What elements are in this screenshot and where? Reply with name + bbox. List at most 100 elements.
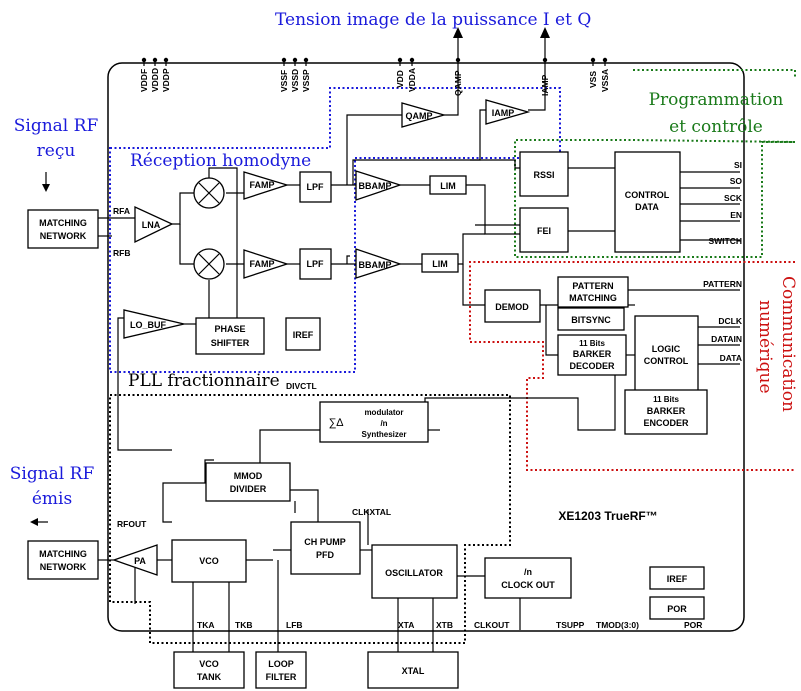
- chip-outline: [107, 62, 745, 632]
- annotation-signal-rf-recu-2: reçu: [37, 141, 76, 161]
- vco-tank: VCO TANK: [173, 651, 245, 689]
- svg-text:POR: POR: [684, 620, 702, 630]
- svg-text:VSS: VSS: [588, 71, 598, 88]
- bitsync-block: BITSYNC: [557, 307, 625, 331]
- svg-text:VCO: VCO: [199, 556, 219, 566]
- annotation-signal-rf-recu-1: Signal RF: [14, 116, 99, 136]
- svg-text:PA: PA: [134, 556, 146, 566]
- svg-text:LNA: LNA: [142, 220, 161, 230]
- lna-amplifier: LNA: [134, 205, 174, 244]
- clock-out-block: /n CLOCK OUT: [484, 557, 572, 599]
- svg-text:FEI: FEI: [537, 226, 551, 236]
- pin-vddd: VDDD: [150, 57, 160, 92]
- svg-text:VSSP: VSSP: [301, 69, 311, 92]
- lpf-bottom: LPF: [299, 248, 332, 280]
- svg-text:∑∆: ∑∆: [329, 417, 344, 429]
- mmod-divider: MMOD DIVIDER: [205, 462, 291, 502]
- svg-text:RSSI: RSSI: [533, 170, 554, 180]
- annotation-tension: Tension image de la puissance I et Q: [275, 10, 591, 30]
- svg-text:VSSA: VSSA: [600, 69, 610, 92]
- svg-text:IREF: IREF: [293, 330, 314, 340]
- svg-text:VCO: VCO: [199, 659, 219, 669]
- svg-text:VDD: VDD: [395, 70, 405, 88]
- svg-text:TKB: TKB: [235, 620, 252, 630]
- charge-pump-pfd: CH PUMP PFD: [290, 521, 361, 575]
- svg-text:LIM: LIM: [440, 181, 456, 191]
- xtal-block: XTAL: [367, 651, 459, 689]
- pin-vssa: VSSA: [600, 57, 610, 92]
- logic-control-block: LOGIC CONTROL: [634, 315, 699, 394]
- svg-text:DATA: DATA: [720, 353, 742, 363]
- svg-text:TKA: TKA: [197, 620, 214, 630]
- svg-text:LIM: LIM: [432, 259, 448, 269]
- svg-text:DECODER: DECODER: [569, 361, 615, 371]
- svg-text:TANK: TANK: [197, 672, 222, 682]
- svg-text:LPF: LPF: [307, 259, 325, 269]
- svg-text:RFA: RFA: [113, 206, 130, 216]
- vco-block: VCO: [171, 539, 247, 583]
- svg-text:BARKER: BARKER: [573, 349, 612, 359]
- lim-bottom: LIM: [421, 253, 459, 273]
- bbamp-bottom: BBAMP: [355, 248, 403, 279]
- svg-text:LOOP: LOOP: [268, 659, 294, 669]
- qamp-amplifier: QAMP: [401, 102, 447, 128]
- svg-text:DIVIDER: DIVIDER: [230, 484, 267, 494]
- svg-text:IAMP: IAMP: [492, 108, 515, 118]
- svg-text:VSSD: VSSD: [290, 69, 300, 92]
- svg-text:NETWORK: NETWORK: [40, 231, 87, 241]
- matching-network-in: MATCHING NETWORK: [27, 209, 99, 249]
- svg-text:MATCHING: MATCHING: [39, 549, 87, 559]
- svg-text:CLOCK OUT: CLOCK OUT: [501, 580, 555, 590]
- annotation-programmation-1: Programmation: [649, 90, 784, 110]
- svg-text:CLKOUT: CLKOUT: [474, 620, 510, 630]
- svg-text:RFOUT: RFOUT: [117, 519, 147, 529]
- iamp-amplifier: IAMP: [485, 99, 531, 125]
- annotation-communication-1: Communication: [778, 276, 798, 412]
- svg-text:BARKER: BARKER: [647, 406, 686, 416]
- svg-text:SWITCH: SWITCH: [708, 236, 742, 246]
- svg-text:CONTROL: CONTROL: [625, 190, 670, 200]
- pattern-matching-block: PATTERN MATCHING: [557, 276, 629, 308]
- svg-text:PATTERN: PATTERN: [703, 279, 742, 289]
- annotation-pll: PLL fractionnaire: [128, 371, 280, 391]
- power-output-arrows: [453, 27, 550, 60]
- svg-text:LOGIC: LOGIC: [652, 344, 681, 354]
- pin-vdd: VDD: [395, 57, 405, 88]
- iref-block-2: IREF: [649, 566, 705, 590]
- wires: [98, 60, 740, 652]
- svg-text:RFB: RFB: [113, 248, 130, 258]
- svg-text:SCK: SCK: [724, 193, 743, 203]
- pin-vss: VSS: [588, 57, 598, 88]
- svg-text:SHIFTER: SHIFTER: [211, 338, 250, 348]
- mixer-bottom: [193, 248, 225, 280]
- svg-text:POR: POR: [667, 604, 687, 614]
- arrow-rf-out: [30, 518, 48, 526]
- svg-text:IREF: IREF: [667, 574, 688, 584]
- svg-text:XTAL: XTAL: [402, 666, 425, 676]
- svg-text:XTB: XTB: [436, 620, 453, 630]
- svg-text:CONTROL: CONTROL: [644, 356, 689, 366]
- svg-text:DIVCTL: DIVCTL: [286, 381, 317, 391]
- mixer-top: [193, 177, 225, 209]
- chip-name: XE1203 TrueRF™: [558, 509, 657, 523]
- svg-text:XTA: XTA: [398, 620, 414, 630]
- svg-text:MATCHING: MATCHING: [569, 293, 617, 303]
- pin-vssd: VSSD: [290, 57, 300, 92]
- svg-text:CH PUMP: CH PUMP: [304, 537, 346, 547]
- svg-text:QAMP: QAMP: [406, 111, 433, 121]
- control-data-block: CONTROL DATA: [614, 151, 681, 253]
- svg-text:SO: SO: [730, 176, 743, 186]
- svg-text:NETWORK: NETWORK: [40, 562, 87, 572]
- svg-text:LFB: LFB: [286, 620, 303, 630]
- svg-text:VDDF: VDDF: [139, 69, 149, 92]
- fei-block: FEI: [519, 207, 569, 253]
- pin-vssp: VSSP: [301, 57, 311, 92]
- svg-text:FILTER: FILTER: [266, 672, 297, 682]
- svg-text:DATAIN: DATAIN: [711, 334, 742, 344]
- arrow-rf-in: [42, 172, 50, 192]
- pin-labels: RFA RFB RFOUT SI SO SCK EN SWITCH PATTER…: [113, 160, 743, 630]
- svg-text:Synthesizer: Synthesizer: [362, 430, 407, 439]
- lpf-top: LPF: [299, 171, 332, 203]
- matching-network-out: MATCHING NETWORK: [27, 540, 99, 580]
